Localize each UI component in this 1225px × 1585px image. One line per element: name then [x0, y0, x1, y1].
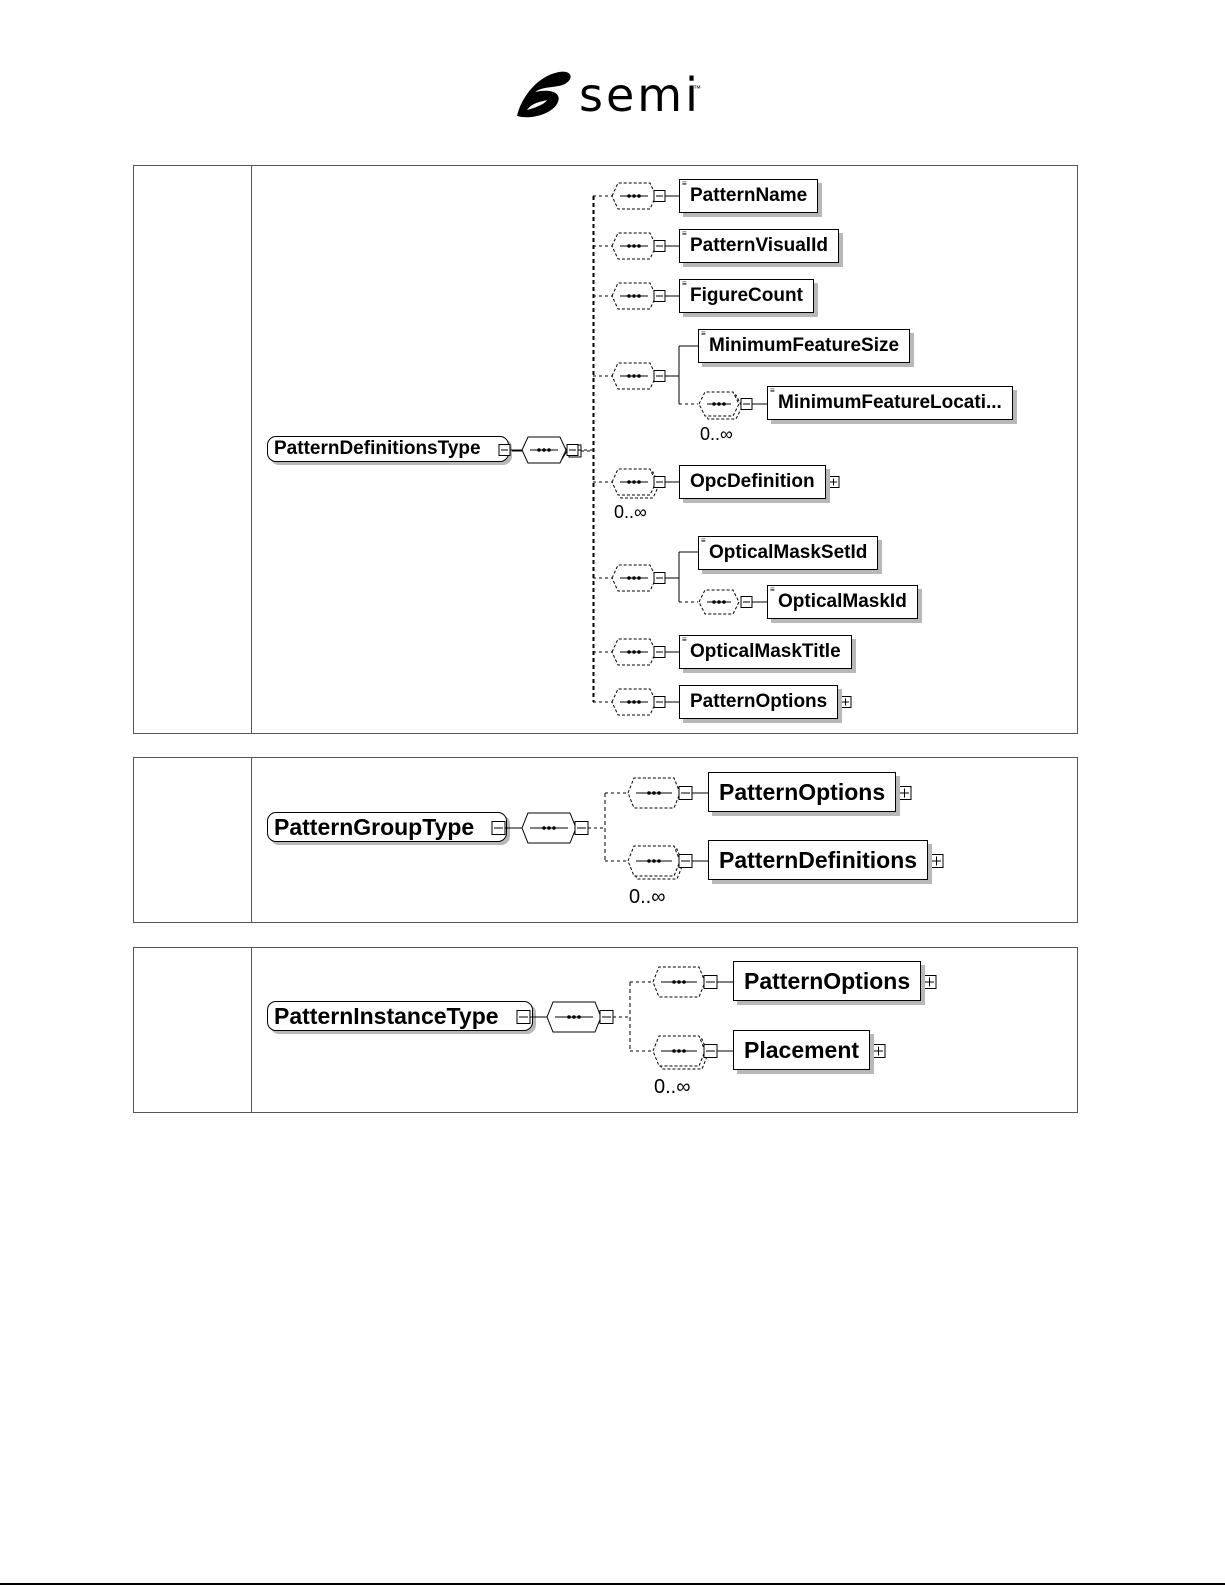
- complex-type-root[interactable]: PatternInstanceType: [267, 1001, 533, 1031]
- diagram-panel-pattern-group: [133, 757, 1078, 923]
- semi-logo: semi ™: [513, 68, 713, 124]
- element-label: Placement: [744, 1036, 860, 1063]
- documentation-icon: ≡: [682, 279, 687, 288]
- element-figurecount[interactable]: ≡FigureCount: [679, 279, 814, 313]
- documentation-icon: ≡: [701, 536, 706, 545]
- documentation-icon: ≡: [770, 585, 775, 594]
- element-label: PatternName: [690, 185, 808, 206]
- element-label: PatternOptions: [690, 691, 828, 712]
- element-label: OpcDefinition: [690, 471, 815, 492]
- element-label: MinimumFeatureSize: [709, 335, 900, 356]
- element-patternoptions[interactable]: PatternOptions: [733, 961, 922, 1001]
- element-patternoptions[interactable]: PatternOptions: [679, 685, 839, 719]
- complex-type-root[interactable]: PatternDefinitionsType: [267, 436, 509, 462]
- element-label: PatternDefinitions: [719, 846, 918, 873]
- element-patternoptions[interactable]: PatternOptions: [708, 772, 897, 812]
- documentation-icon: ≡: [682, 179, 687, 188]
- element-patternvisualid[interactable]: ≡PatternVisualId: [679, 229, 839, 263]
- complex-type-root[interactable]: PatternGroupType: [267, 812, 507, 842]
- element-label: PatternOptions: [744, 967, 911, 994]
- label-column: [134, 166, 252, 733]
- semi-swoosh-icon: [517, 71, 571, 118]
- element-placement[interactable]: Placement: [733, 1030, 871, 1070]
- multiplicity-label: 0..∞: [700, 424, 733, 444]
- multiplicity-label: 0..∞: [629, 886, 666, 908]
- label-column: [134, 758, 252, 922]
- element-opticalmasktitle[interactable]: ≡OpticalMaskTitle: [679, 635, 852, 669]
- element-optical-mask-set-id[interactable]: ≡OpticalMaskSetId: [698, 536, 879, 570]
- element-minimum-feature-size[interactable]: ≡MinimumFeatureSize: [698, 329, 911, 363]
- element-label: OpticalMaskSetId: [709, 542, 868, 563]
- multiplicity-label: 0..∞: [614, 502, 647, 522]
- element-minimum-feature-location[interactable]: ≡MinimumFeatureLocati...: [767, 386, 1013, 420]
- element-patterndefinitions[interactable]: PatternDefinitions: [708, 840, 929, 880]
- element-label: MinimumFeatureLocati...: [778, 392, 1002, 413]
- label-column: [134, 948, 252, 1112]
- page-bottom-rule: [0, 1583, 1225, 1585]
- logo-trademark: ™: [693, 84, 701, 93]
- logo-wordmark: semi: [579, 68, 701, 122]
- documentation-icon: ≡: [682, 229, 687, 238]
- element-patternname[interactable]: ≡PatternName: [679, 179, 819, 213]
- documentation-icon: ≡: [682, 635, 687, 644]
- element-label: FigureCount: [690, 285, 803, 306]
- documentation-icon: ≡: [701, 329, 706, 338]
- multiplicity-label: 0..∞: [654, 1076, 691, 1098]
- element-label: OpticalMaskId: [778, 591, 907, 612]
- element-label: PatternVisualId: [690, 235, 828, 256]
- element-optical-mask-id[interactable]: ≡OpticalMaskId: [767, 585, 918, 619]
- element-label: OpticalMaskTitle: [690, 641, 841, 662]
- documentation-icon: ≡: [770, 386, 775, 395]
- diagram-panel-pattern-instance: [133, 947, 1078, 1113]
- element-opcdefinition[interactable]: OpcDefinition: [679, 465, 826, 499]
- element-label: PatternOptions: [719, 778, 886, 805]
